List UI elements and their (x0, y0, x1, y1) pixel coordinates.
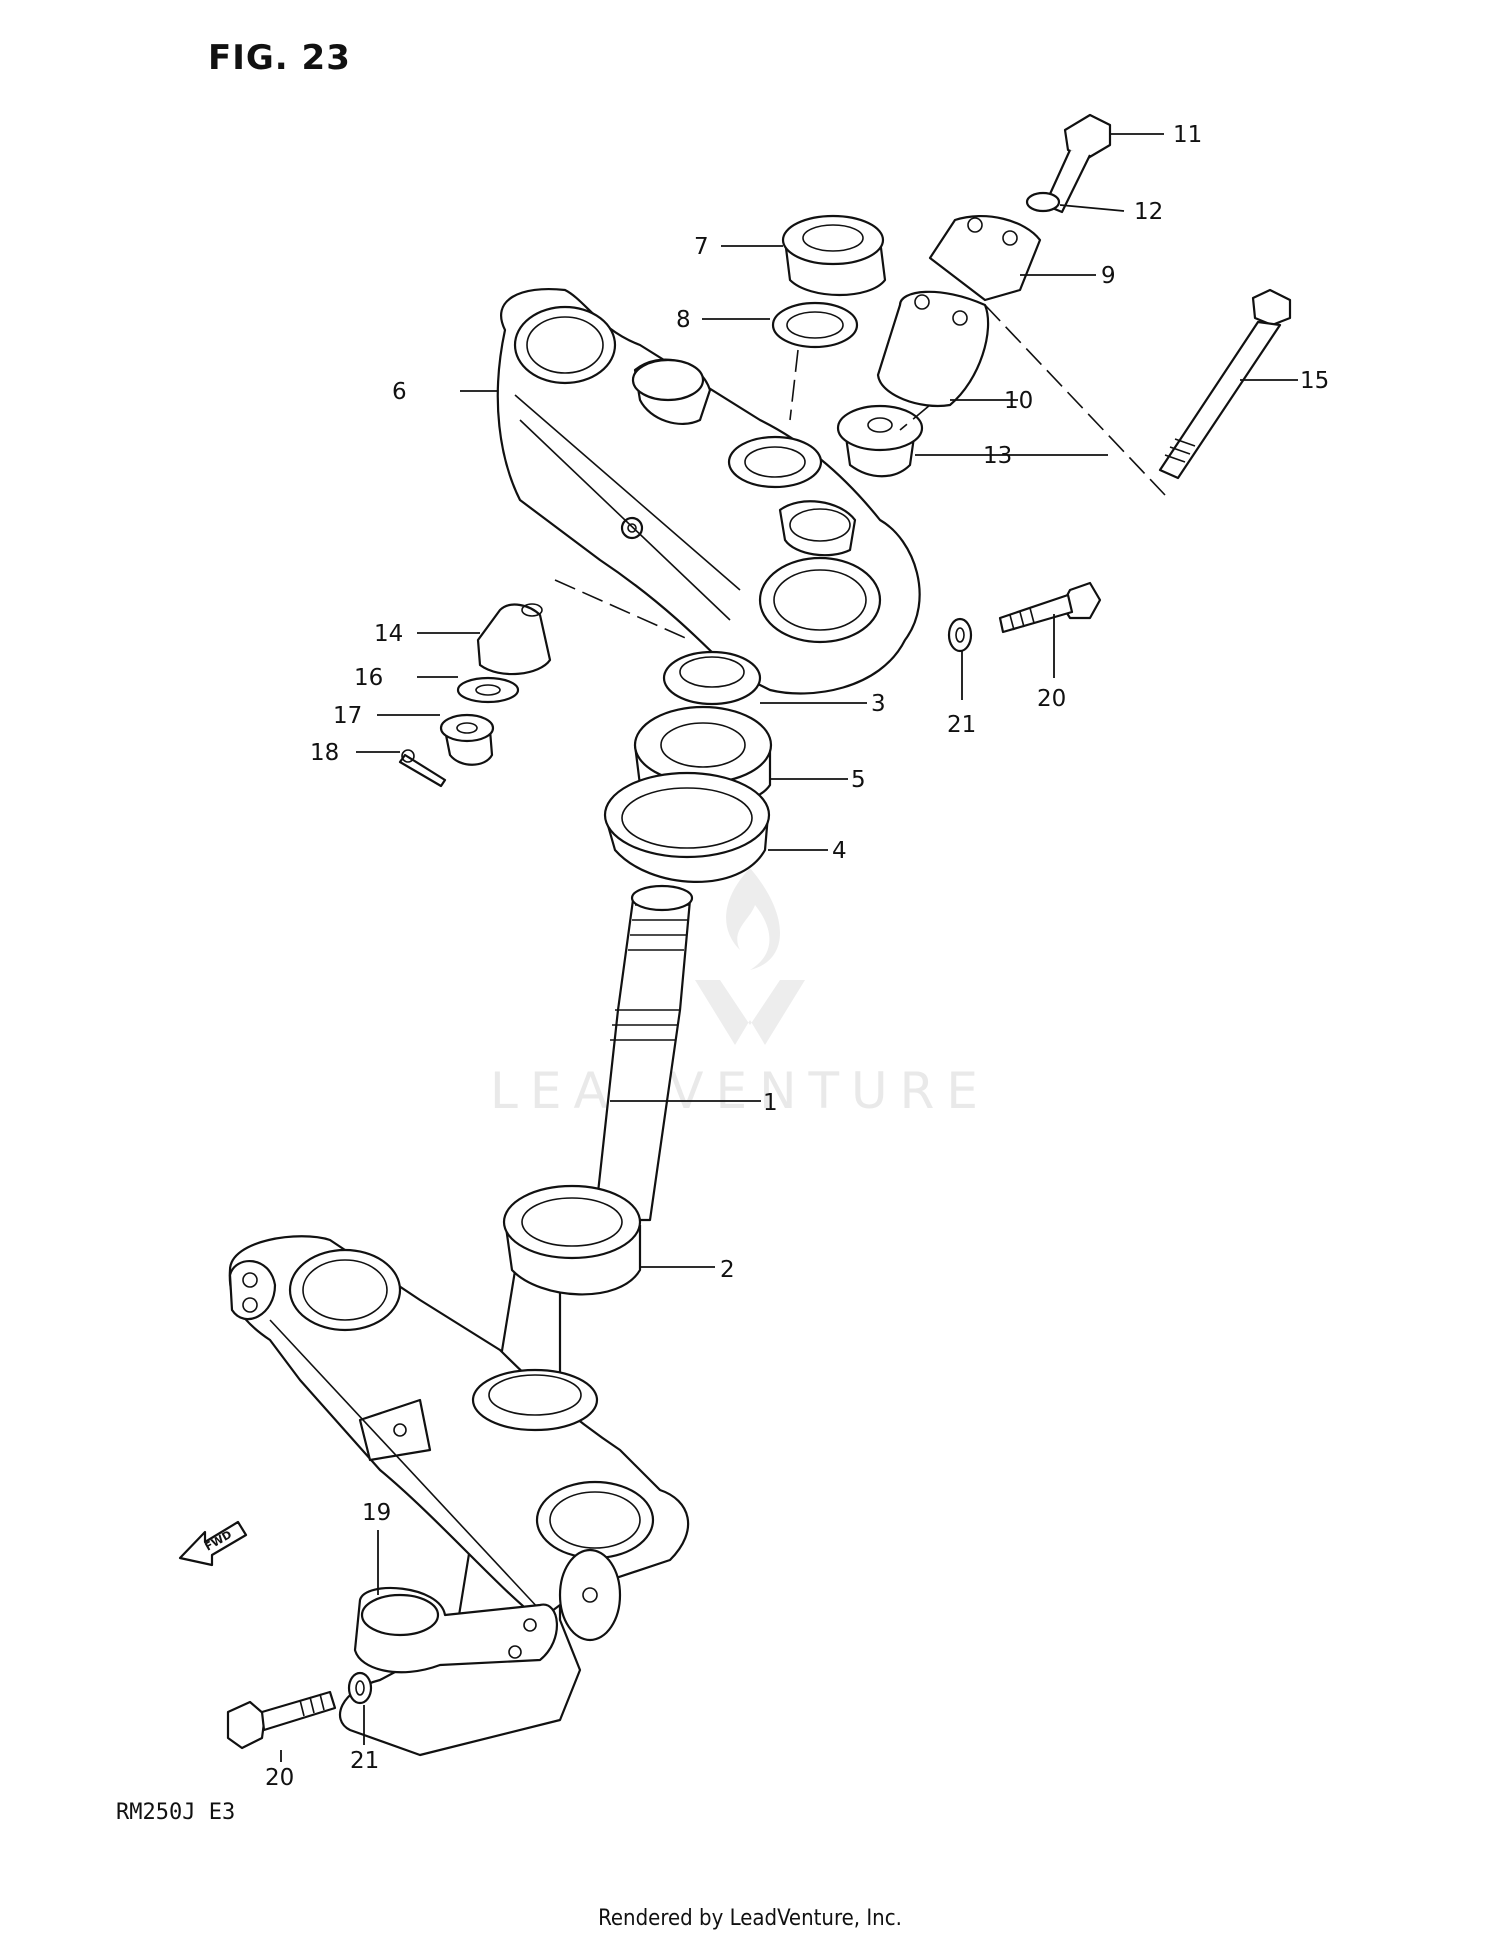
holder-lower-10 (876, 290, 990, 408)
bolt-20-lower (226, 1690, 337, 1750)
lower-bracket (228, 1235, 690, 1642)
washer-8 (771, 301, 859, 349)
callout-20-upper: 20 (1037, 686, 1066, 712)
cable-guide-19 (353, 1586, 558, 1674)
nut-17 (439, 713, 495, 766)
callout-numbers: 1 2 3 4 5 6 7 8 9 10 11 12 13 15 14 16 1… (265, 122, 1329, 1791)
dust-seal-lower (471, 1368, 599, 1432)
callout-11: 11 (1173, 122, 1202, 148)
watermark-text: LEADVENTURE (490, 1062, 990, 1120)
callout-2: 2 (720, 1257, 735, 1283)
bolt-20-upper (998, 581, 1102, 634)
upper-bracket (496, 288, 921, 695)
callout-12: 12 (1134, 199, 1163, 225)
callout-13: 13 (983, 443, 1012, 469)
cap-nut-7 (781, 214, 887, 296)
callout-9: 9 (1101, 263, 1116, 289)
washer-21-upper (947, 617, 973, 653)
callout-1: 1 (763, 1090, 778, 1116)
model-label: RM250J E3 (116, 1800, 236, 1825)
callout-3: 3 (871, 691, 886, 717)
callout-21-lower: 21 (350, 1748, 379, 1774)
damper-14 (476, 603, 552, 676)
bearing-2 (502, 1184, 642, 1296)
callout-17: 17 (333, 703, 362, 729)
washer-16 (456, 676, 520, 704)
watermark-logo (695, 868, 805, 1045)
axis-line (554, 304, 1166, 641)
figure-title: FIG. 23 (208, 38, 351, 78)
callout-5: 5 (851, 767, 866, 793)
callout-20-lower: 20 (265, 1765, 294, 1791)
seal-4 (603, 771, 771, 883)
callout-8: 8 (676, 307, 691, 333)
fwd-arrow-icon: FWD (178, 1520, 248, 1567)
holder-upper-9 (928, 215, 1042, 302)
callout-21-upper: 21 (947, 712, 976, 738)
callout-15: 15 (1300, 368, 1329, 394)
callout-6: 6 (392, 379, 407, 405)
stem-nut-3 (662, 650, 762, 706)
washer-top (727, 435, 823, 489)
footer-credit: Rendered by LeadVenture, Inc. (598, 1906, 902, 1931)
callout-4: 4 (832, 838, 847, 864)
callout-14: 14 (374, 621, 403, 647)
lock-washer-12 (1025, 191, 1061, 213)
callout-7: 7 (694, 234, 709, 260)
callout-16: 16 (354, 665, 383, 691)
cotter-pin-18 (398, 749, 447, 788)
callout-18: 18 (310, 740, 339, 766)
damper-13 (836, 404, 924, 478)
callout-10: 10 (1004, 388, 1033, 414)
leader-lines (280, 133, 1298, 1762)
bolt-15 (1158, 288, 1292, 480)
washer-21-lower (347, 1671, 373, 1705)
callout-19: 19 (362, 1500, 391, 1526)
